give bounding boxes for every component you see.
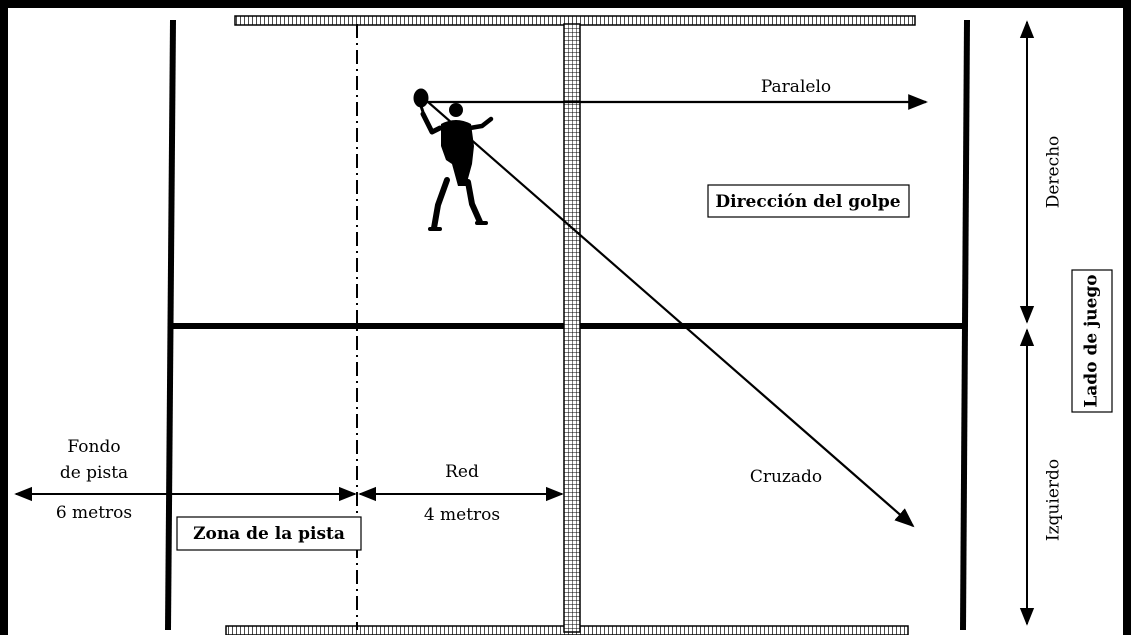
red-label: Red	[445, 462, 479, 482]
zona-pista-box	[176, 516, 362, 551]
fondo-distance-label: 6 metros	[56, 503, 132, 523]
paralelo-label: Paralelo	[761, 77, 831, 97]
padel-player-silhouette-icon	[413, 88, 494, 231]
zona-pista-label: Zona de la pista	[193, 524, 345, 544]
cruzado-arrow	[427, 101, 915, 528]
direccion-golpe-box	[707, 184, 910, 218]
red-distance-label: 4 metros	[424, 505, 500, 525]
izquierdo-label: Izquierdo	[1044, 459, 1064, 541]
fondo-label-line1: Fondo	[67, 437, 120, 457]
derecho-label: Derecho	[1044, 136, 1064, 209]
lado-de-juego-label: Lado de juego	[1082, 274, 1102, 407]
net	[563, 23, 581, 633]
direccion-golpe-label: Dirección del golpe	[715, 192, 900, 212]
fondo-label-line2: de pista	[60, 463, 128, 483]
cruzado-label: Cruzado	[750, 467, 822, 487]
left-side-line	[165, 19, 176, 631]
lado-de-juego-box	[1071, 269, 1113, 413]
